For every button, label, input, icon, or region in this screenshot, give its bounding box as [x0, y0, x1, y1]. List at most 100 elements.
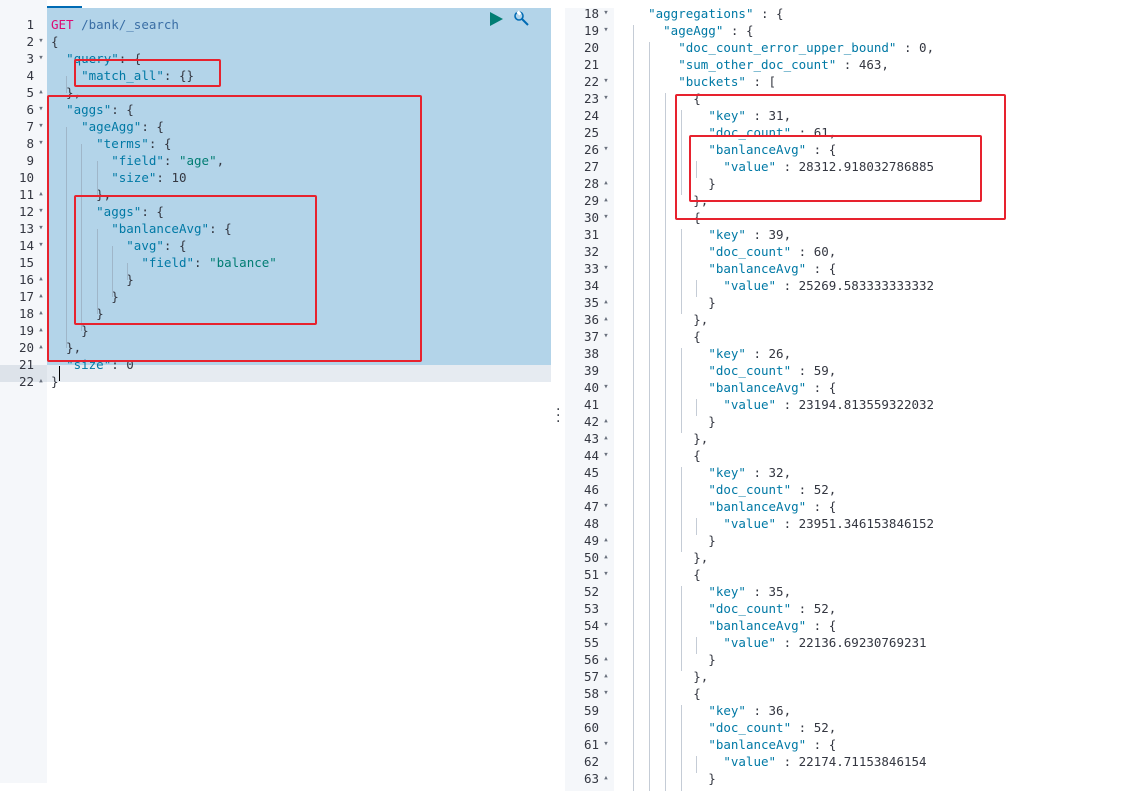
indent-guide [681, 705, 682, 791]
fold-toggle-icon[interactable]: ▾ [603, 450, 609, 460]
request-line[interactable]: 3▾ "query": { [0, 50, 551, 67]
request-line[interactable]: 19▴ } [0, 322, 551, 339]
code-text: "doc_count" : 52, [618, 719, 836, 736]
request-line[interactable]: 11▴ }, [0, 186, 551, 203]
request-line[interactable]: 17▴ } [0, 288, 551, 305]
resize-handle-icon[interactable]: ··· [556, 402, 561, 430]
fold-toggle-icon[interactable]: ▾ [603, 144, 609, 154]
fold-toggle-icon[interactable]: ▾ [603, 25, 609, 35]
fold-toggle-icon[interactable]: ▾ [38, 223, 44, 233]
fold-toggle-icon[interactable]: ▴ [38, 87, 44, 97]
line-number: 29 [583, 193, 599, 208]
request-line[interactable]: 15 "field": "balance" [0, 254, 551, 271]
fold-toggle-icon[interactable]: ▾ [38, 240, 44, 250]
fold-toggle-icon[interactable]: ▾ [603, 501, 609, 511]
request-line[interactable]: 18▴ } [0, 305, 551, 322]
code-token: : [745, 346, 769, 361]
fold-toggle-icon[interactable]: ▴ [38, 189, 44, 199]
code-token: "terms" [96, 136, 149, 151]
fold-toggle-icon[interactable]: ▾ [603, 382, 609, 392]
request-line[interactable]: 14▾ "avg": { [0, 237, 551, 254]
fold-toggle-icon[interactable]: ▾ [603, 331, 609, 341]
indent-guide [649, 42, 650, 791]
response-line: 44▾ { [565, 447, 1145, 464]
fold-toggle-icon[interactable]: ▾ [603, 620, 609, 630]
code-token [618, 261, 708, 276]
code-text: "key" : 35, [618, 583, 791, 600]
fold-toggle-icon[interactable]: ▾ [38, 138, 44, 148]
fold-toggle-icon[interactable]: ▴ [603, 314, 609, 324]
code-token: "balance" [209, 255, 277, 270]
code-token: } [51, 289, 119, 304]
response-line: 60 "doc_count" : 52, [565, 719, 1145, 736]
code-token: /bank/_search [81, 17, 179, 32]
code-token: : [791, 720, 814, 735]
fold-toggle-icon[interactable]: ▾ [38, 53, 44, 63]
fold-toggle-icon[interactable]: ▾ [603, 569, 609, 579]
response-line: 52 "key" : 35, [565, 583, 1145, 600]
fold-toggle-icon[interactable]: ▴ [38, 325, 44, 335]
code-token: "doc_count" [708, 482, 792, 497]
fold-toggle-icon[interactable]: ▴ [38, 342, 44, 352]
fold-toggle-icon[interactable]: ▴ [603, 433, 609, 443]
fold-toggle-icon[interactable]: ▾ [38, 104, 44, 114]
response-line: 18▾ "aggregations" : { [565, 5, 1145, 22]
code-text: }, [51, 186, 111, 203]
fold-toggle-icon[interactable]: ▴ [603, 671, 609, 681]
request-line[interactable]: 8▾ "terms": { [0, 135, 551, 152]
code-text: }, [618, 668, 708, 685]
response-line: 63▴ } [565, 770, 1145, 787]
fold-toggle-icon[interactable]: ▴ [603, 535, 609, 545]
code-token: : [745, 227, 769, 242]
request-line[interactable]: 2▾{ [0, 33, 551, 50]
code-text: { [618, 566, 701, 583]
request-line[interactable]: 7▾ "ageAgg": { [0, 118, 551, 135]
fold-toggle-icon[interactable]: ▴ [603, 297, 609, 307]
request-line[interactable]: 16▴ } [0, 271, 551, 288]
fold-toggle-icon[interactable]: ▾ [603, 76, 609, 86]
fold-toggle-icon[interactable]: ▾ [38, 36, 44, 46]
fold-toggle-icon[interactable]: ▾ [603, 263, 609, 273]
fold-toggle-icon[interactable]: ▾ [603, 212, 609, 222]
fold-toggle-icon[interactable]: ▴ [603, 178, 609, 188]
fold-toggle-icon[interactable]: ▴ [603, 552, 609, 562]
fold-toggle-icon[interactable]: ▴ [38, 291, 44, 301]
request-line[interactable]: 20▴ }, [0, 339, 551, 356]
request-line[interactable]: 22▴} [0, 373, 551, 390]
fold-toggle-icon[interactable]: ▴ [38, 308, 44, 318]
run-request-button[interactable] [488, 11, 504, 27]
code-token: : [745, 108, 769, 123]
fold-toggle-icon[interactable]: ▴ [38, 274, 44, 284]
request-line[interactable]: 6▾ "aggs": { [0, 101, 551, 118]
response-line: 26▾ "banlanceAvg" : { [565, 141, 1145, 158]
request-settings-button[interactable] [513, 10, 531, 28]
code-token [618, 465, 708, 480]
fold-toggle-icon[interactable]: ▾ [38, 121, 44, 131]
line-number: 52 [583, 584, 599, 599]
fold-toggle-icon[interactable]: ▴ [603, 773, 609, 783]
request-line[interactable]: 13▾ "banlanceAvg": { [0, 220, 551, 237]
fold-toggle-icon[interactable]: ▾ [603, 93, 609, 103]
fold-toggle-icon[interactable]: ▾ [603, 688, 609, 698]
code-token: : { [806, 142, 837, 157]
fold-toggle-icon[interactable]: ▴ [603, 416, 609, 426]
request-line[interactable]: 9 "field": "age", [0, 152, 551, 169]
code-token: 60 [813, 244, 829, 259]
fold-toggle-icon[interactable]: ▴ [603, 654, 609, 664]
fold-toggle-icon[interactable]: ▾ [603, 739, 609, 749]
fold-toggle-icon[interactable]: ▾ [603, 8, 609, 18]
code-text: "size": 10 [51, 169, 186, 186]
fold-toggle-icon[interactable]: ▴ [603, 195, 609, 205]
fold-toggle-icon[interactable]: ▾ [38, 206, 44, 216]
request-line[interactable]: 4 "match_all": {} [0, 67, 551, 84]
response-viewer[interactable] [565, 8, 1145, 791]
code-token [618, 57, 678, 72]
indent-guide [681, 467, 682, 552]
request-line[interactable]: 12▾ "aggs": { [0, 203, 551, 220]
code-text: } [618, 532, 716, 549]
fold-toggle-icon[interactable]: ▴ [38, 376, 44, 386]
pane-divider[interactable] [551, 8, 565, 791]
text-selection [47, 8, 551, 365]
request-line[interactable]: 10 "size": 10 [0, 169, 551, 186]
